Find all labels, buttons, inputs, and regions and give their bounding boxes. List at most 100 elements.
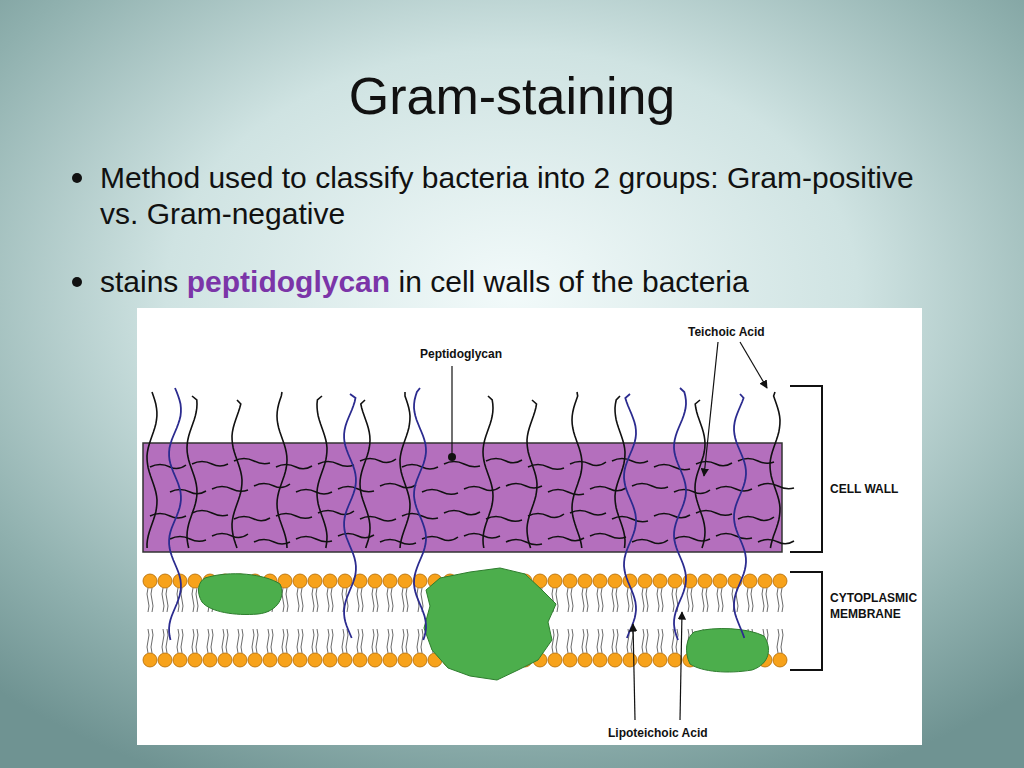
teichoic-acid: [360, 400, 370, 548]
crosslink: [506, 540, 542, 545]
lipid-tail: [192, 588, 198, 653]
membrane-protein: [687, 629, 769, 672]
lipid-head: [773, 653, 787, 667]
lipid-head: [188, 653, 202, 667]
crosslink: [360, 517, 396, 522]
lipid-head: [593, 653, 607, 667]
lipid-head: [173, 653, 187, 667]
lipid-head: [743, 574, 757, 588]
lipid-head: [158, 574, 172, 588]
brackets: [790, 386, 822, 670]
lipoteichoic-acid: [734, 394, 746, 638]
teichoic-acid-chains: [147, 392, 780, 548]
lipid-head: [383, 653, 397, 667]
lipoteichoic-acid: [624, 394, 636, 638]
teichoic-acid: [317, 396, 327, 548]
lipid-head: [608, 653, 622, 667]
lipid-tail: [552, 588, 558, 653]
lipid-head: [623, 653, 637, 667]
lipid-head: [578, 574, 592, 588]
teichoic-acid: [400, 392, 410, 548]
part-label: Peptidoglycan: [420, 347, 502, 361]
figure-ground: [137, 308, 922, 745]
lipid-head: [278, 653, 292, 667]
lipoteichoic-acid: [674, 388, 686, 640]
lipid-head: [548, 574, 562, 588]
crosslink: [758, 484, 794, 489]
crosslink: [716, 534, 752, 539]
teichoic-acid: [770, 392, 780, 548]
lipid-head: [158, 653, 172, 667]
crosslink: [170, 490, 206, 494]
crosslink: [318, 511, 354, 515]
lipid-head: [353, 653, 367, 667]
lipid-head: [638, 574, 652, 588]
teichoic-acid: [695, 400, 705, 548]
lipid-head: [338, 653, 352, 667]
crosslink: [590, 534, 626, 539]
lipid-head: [653, 574, 667, 588]
membrane-protein: [198, 574, 282, 615]
crosslink: [254, 540, 290, 545]
pointer-dot: [448, 453, 456, 461]
lipid-head: [548, 653, 562, 667]
crosslink: [402, 465, 438, 470]
crosslink: [758, 540, 794, 544]
crosslink: [150, 465, 186, 469]
lipid-head: [563, 574, 577, 588]
teichoic-acid: [147, 392, 157, 548]
lipid-head: [398, 574, 412, 588]
lipid-head: [653, 653, 667, 667]
highlight-term: peptidoglycan: [187, 265, 390, 298]
lipid-head: [638, 653, 652, 667]
crosslink: [380, 484, 416, 488]
part-label: Teichoic Acid: [688, 325, 765, 339]
bullet-text: stains: [100, 265, 178, 298]
crosslink: [192, 462, 228, 467]
crosslink: [444, 462, 480, 467]
crosslink: [296, 490, 332, 495]
slide-title: Gram-staining: [0, 66, 1024, 126]
teichoic-acid: [483, 396, 493, 548]
lipid-head: [758, 574, 772, 588]
lipid-tail: [327, 588, 333, 653]
lipid-tail: [312, 588, 318, 653]
part-label: CELL WALL: [830, 482, 898, 496]
part-label: CYTOPLASMIC MEMBRANE: [830, 590, 920, 622]
crosslink: [276, 465, 312, 469]
crosslink: [422, 490, 458, 495]
crosslink: [716, 487, 752, 492]
bullet-dot: [72, 277, 82, 287]
lipid-tail: [672, 588, 678, 653]
crosslink: [654, 465, 690, 470]
lipid-head: [563, 653, 577, 667]
crosslink: [422, 537, 458, 541]
crosslink: [486, 459, 522, 463]
crosslink: [548, 537, 584, 541]
lipid-head: [203, 653, 217, 667]
crosslink: [612, 459, 648, 464]
lipid-tail: [147, 588, 153, 653]
lipoteichoic-acid: [169, 388, 181, 640]
crosslink: [590, 487, 626, 491]
lipid-head: [398, 653, 412, 667]
crosslink: [444, 511, 480, 515]
crosslink: [570, 511, 606, 516]
lipid-head: [338, 574, 352, 588]
lipid-head: [383, 574, 397, 588]
lipid-head: [593, 574, 607, 588]
bullet-line: stains peptidoglycan in cell walls of the …: [100, 264, 749, 300]
crosslink: [212, 487, 248, 492]
lipid-head: [218, 653, 232, 667]
crosslink: [234, 517, 270, 521]
lipid-head: [368, 574, 382, 588]
lipid-head: [323, 653, 337, 667]
teichoic-acid: [572, 392, 582, 548]
lipoteichoic-acid-chains: [169, 388, 746, 640]
bullet-text: in cell walls of the bacteria: [399, 265, 749, 298]
lipid-head: [668, 574, 682, 588]
crosslink: [528, 514, 564, 518]
lipid-tail: [282, 588, 288, 653]
lipoteichoic-acid: [344, 394, 356, 638]
lipid-head: [308, 653, 322, 667]
